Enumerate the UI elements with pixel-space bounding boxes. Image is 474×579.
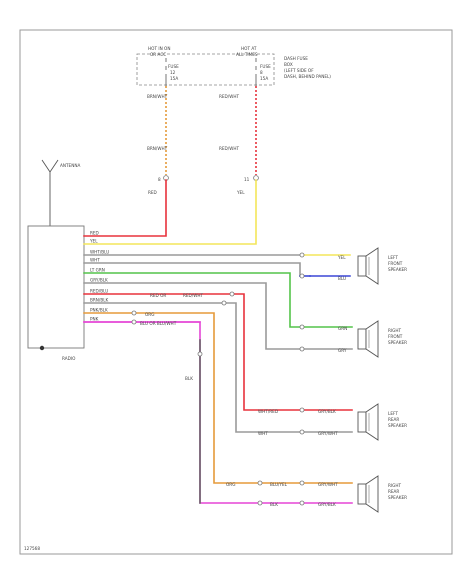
- speaker-icon: [357, 247, 379, 285]
- connector-dot: [299, 252, 305, 258]
- connector-dot: [197, 351, 203, 357]
- speaker-label: RIGHT: [388, 328, 402, 333]
- speaker-label: SPEAKER: [388, 267, 407, 272]
- fuse-left-top2: OR ACC: [150, 52, 166, 57]
- label-pin-left: 8: [158, 177, 161, 182]
- connector-dot: [221, 300, 227, 306]
- connector-dot: [299, 480, 305, 486]
- fuse-left-num: 12: [170, 70, 176, 75]
- spk1-wire-a: YEL: [337, 255, 346, 260]
- label-pin-right: 11: [244, 177, 250, 182]
- connector-dot: [229, 291, 235, 297]
- spk4-wire-a: GRY/WHT: [318, 482, 338, 487]
- fuse-right-top: HOT AT: [241, 46, 257, 51]
- mid-label-org: ORG: [145, 312, 154, 317]
- spk4-wire-mid2: BLK: [270, 502, 278, 507]
- radio-wire-label: WHT: [90, 258, 100, 263]
- speaker-label: REAR: [388, 417, 399, 422]
- fuse-left-top: HOT IN ON: [148, 46, 170, 51]
- radio-unit: [27, 225, 85, 349]
- wire-yel-feed: [83, 179, 257, 245]
- connector-dot: [257, 480, 263, 486]
- speaker-label: LEFT: [388, 255, 398, 260]
- wire-wht: [83, 262, 301, 277]
- wire-brn-blk: [83, 302, 353, 433]
- radio-label: RADIO: [62, 356, 76, 361]
- spk4-wire-b: GRY/BLK: [318, 502, 336, 507]
- spk4-wire-mid: BLU/YEL: [270, 482, 288, 487]
- connector-dot: [299, 429, 305, 435]
- radio-wire-label: PNK/BLK: [90, 308, 108, 313]
- wire-red-blu: [83, 293, 353, 411]
- speaker-label: SPEAKER: [388, 423, 407, 428]
- label-red-wht-1: RED/WHT: [219, 94, 239, 99]
- radio-wire-label: LT GRN: [90, 268, 105, 273]
- fuse-box: [136, 53, 275, 86]
- speaker-label: SPEAKER: [388, 340, 407, 345]
- speaker-label: LEFT: [388, 411, 398, 416]
- spk3-wire-b: GRY/WHT: [318, 431, 338, 436]
- mid-label-red-wht: RED/WHT: [183, 293, 203, 298]
- connector-dot: [131, 310, 137, 316]
- wire-red-feed: [83, 179, 167, 237]
- footer-code: 127568: [24, 546, 40, 551]
- radio-wire-label: RED/BLU: [90, 289, 108, 294]
- spk3-wire-a: GRY/BLK: [318, 409, 336, 414]
- spk2-wire-b: GRY: [338, 348, 347, 353]
- connector-dot: [131, 319, 137, 325]
- spk4-wire-left: ORG: [226, 482, 235, 487]
- fuse-left-label: FUSE: [168, 64, 179, 69]
- radio-wire-label: WHT/BLU: [90, 250, 109, 255]
- fuse-right-num: 8: [260, 70, 263, 75]
- radio-wire-label: PNK: [90, 317, 99, 322]
- speaker-label: RIGHT: [388, 483, 402, 488]
- label-yel-short: YEL: [236, 190, 245, 195]
- wire-lt-grn: [83, 272, 353, 328]
- spk2-wire-a: GRN: [338, 326, 347, 331]
- fuse-right-amp: 15A: [260, 76, 268, 81]
- speaker-label: FRONT: [388, 261, 403, 266]
- connector-dot: [299, 324, 305, 330]
- radio-ground-dot: [39, 345, 45, 351]
- antenna-icon: [41, 159, 59, 226]
- fuse-right-label: FUSE: [260, 64, 271, 69]
- fuse-left-amp: 15A: [170, 76, 178, 81]
- mid-label-red-or: RED OR: [150, 293, 166, 298]
- speaker-icon: [357, 320, 379, 358]
- speaker-label: SPEAKER: [388, 495, 407, 500]
- connector-dot: [299, 500, 305, 506]
- radio-wire-label: YEL: [89, 239, 98, 244]
- label-red-wht-2: RED/WHT: [219, 146, 239, 151]
- wire-pnk-blk: [83, 312, 353, 484]
- spk3-wire-left2: WHT: [258, 431, 268, 436]
- radio-wire-label: GRY/BLK: [90, 278, 108, 283]
- label-red-short: RED: [148, 190, 157, 195]
- wire-gry-blk: [83, 282, 353, 350]
- speaker-label: REAR: [388, 489, 399, 494]
- spk3-wire-left: WHT/RED: [258, 409, 278, 414]
- speaker-label: FRONT: [388, 334, 403, 339]
- connector-dot: [257, 500, 263, 506]
- connector-dot: [299, 273, 305, 279]
- fuse-desc-2: BOX: [284, 62, 293, 67]
- diagram-frame: [19, 29, 453, 555]
- radio-wire-label: BRN/BLK: [90, 298, 109, 303]
- fuse-desc-1: DASH FUSE: [284, 56, 308, 61]
- label-brn-wht-1: BRN/WHT: [147, 94, 168, 99]
- speaker-icon: [357, 403, 379, 441]
- connector-dot: [299, 346, 305, 352]
- fuse-desc-3: (LEFT SIDE OF: [284, 68, 314, 73]
- antenna-label: ANTENNA: [60, 163, 80, 168]
- fuse-right-top2: ALL TIMES: [236, 52, 258, 57]
- radio-wire-label: RED: [90, 231, 99, 236]
- mid-label-blu-wht: BLU OR BLU/WHT: [140, 321, 177, 326]
- mid-label-blk: BLK: [185, 376, 193, 381]
- connector-dot: [299, 407, 305, 413]
- speaker-icon: [357, 475, 379, 513]
- fuse-desc-4: DASH, BEHIND PANEL): [284, 74, 331, 79]
- spk1-wire-b: BLU: [338, 276, 346, 281]
- label-brn-wht-2: BRN/WHT: [147, 146, 168, 151]
